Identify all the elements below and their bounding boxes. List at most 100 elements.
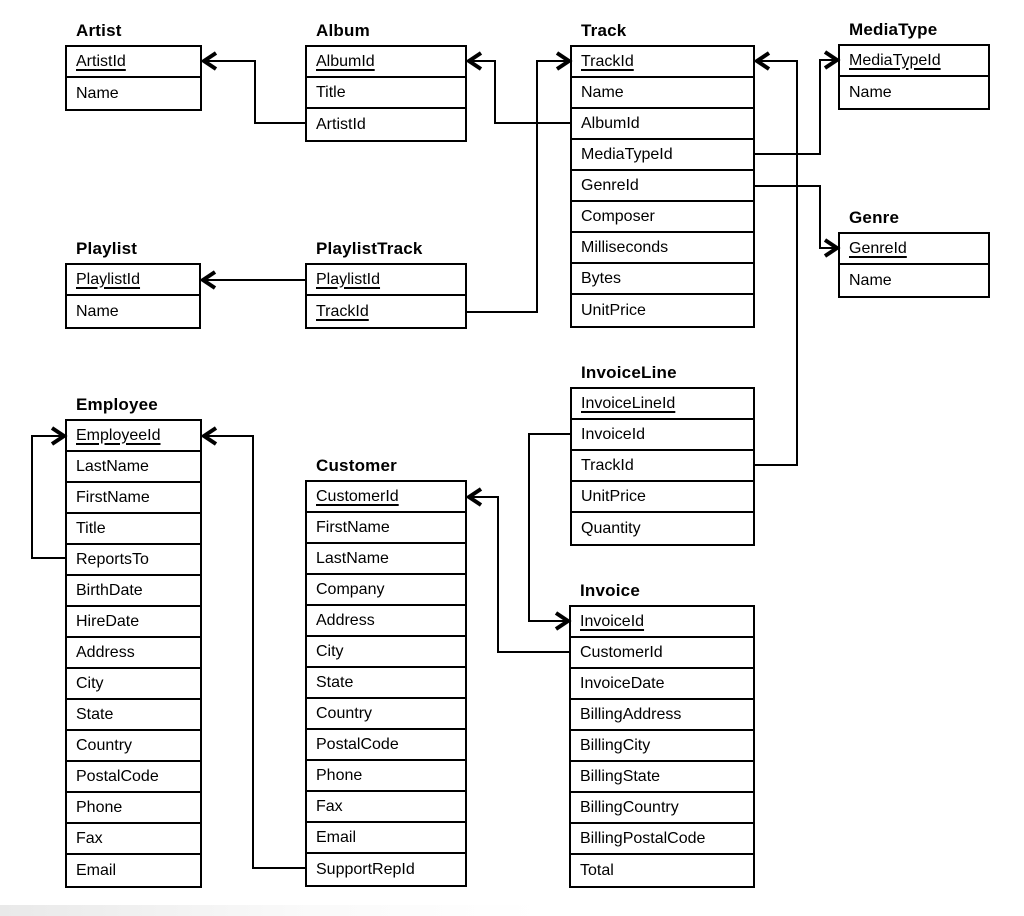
field-billingstate: BillingState bbox=[571, 762, 753, 793]
field-company: Company bbox=[307, 575, 465, 606]
field-label: CustomerId bbox=[316, 487, 399, 505]
field-mediatypeid: MediaTypeId bbox=[572, 140, 753, 171]
entity-title-album: Album bbox=[316, 21, 370, 40]
field-name: Name bbox=[67, 296, 199, 327]
field-label: Composer bbox=[581, 207, 655, 225]
field-label: UnitPrice bbox=[581, 301, 646, 319]
field-label: CustomerId bbox=[580, 643, 663, 661]
field-label: FirstName bbox=[316, 518, 390, 536]
field-title: Title bbox=[67, 514, 200, 545]
entity-title-playlisttrack: PlaylistTrack bbox=[316, 239, 423, 258]
field-label: State bbox=[76, 705, 114, 723]
field-label: Name bbox=[849, 83, 892, 101]
field-label: InvoiceLineId bbox=[581, 394, 676, 412]
field-invoicedate: InvoiceDate bbox=[571, 669, 753, 700]
field-composer: Composer bbox=[572, 202, 753, 233]
field-trackid: TrackId bbox=[307, 296, 465, 327]
field-invoiceid: InvoiceId bbox=[572, 420, 753, 451]
field-label: Phone bbox=[76, 798, 123, 816]
entity-title-track: Track bbox=[581, 21, 627, 40]
field-unitprice: UnitPrice bbox=[572, 482, 753, 513]
rel-track-album-line bbox=[465, 51, 570, 124]
field-lastname: LastName bbox=[67, 452, 200, 483]
field-label: PostalCode bbox=[316, 735, 399, 753]
field-label: BirthDate bbox=[76, 581, 143, 599]
field-hiredate: HireDate bbox=[67, 607, 200, 638]
field-country: Country bbox=[67, 731, 200, 762]
field-label: AlbumId bbox=[316, 52, 375, 70]
field-label: Company bbox=[316, 580, 385, 598]
field-label: City bbox=[76, 674, 104, 692]
field-firstname: FirstName bbox=[67, 483, 200, 514]
field-label: HireDate bbox=[76, 612, 140, 630]
field-label: TrackId bbox=[581, 456, 634, 474]
field-label: Quantity bbox=[581, 519, 641, 537]
field-label: Name bbox=[76, 302, 119, 320]
field-city: City bbox=[67, 669, 200, 700]
rel-invoice-customer-line bbox=[465, 487, 569, 653]
field-label: TrackId bbox=[316, 302, 369, 320]
field-label: ReportsTo bbox=[76, 550, 149, 568]
field-trackid: TrackId bbox=[572, 47, 753, 78]
field-albumid: AlbumId bbox=[572, 109, 753, 140]
field-label: Country bbox=[76, 736, 133, 754]
entity-title-employee: Employee bbox=[76, 395, 158, 414]
field-label: BillingCity bbox=[580, 736, 651, 754]
field-quantity: Quantity bbox=[572, 513, 753, 544]
field-unitprice: UnitPrice bbox=[572, 295, 753, 326]
field-label: ArtistId bbox=[76, 52, 126, 70]
field-label: Email bbox=[316, 828, 357, 846]
field-label: BillingPostalCode bbox=[580, 829, 706, 847]
rel-employee-reportsto-line bbox=[31, 426, 68, 559]
field-label: MediaTypeId bbox=[849, 51, 941, 69]
entity-title-customer: Customer bbox=[316, 456, 397, 475]
field-label: BillingState bbox=[580, 767, 661, 785]
field-total: Total bbox=[571, 855, 753, 886]
field-postalcode: PostalCode bbox=[307, 730, 465, 761]
rel-invoiceline-invoice-line bbox=[528, 433, 572, 631]
field-lastname: LastName bbox=[307, 544, 465, 575]
field-reportsto: ReportsTo bbox=[67, 545, 200, 576]
field-playlistid: PlaylistId bbox=[307, 265, 465, 296]
field-label: PostalCode bbox=[76, 767, 159, 785]
field-label: FirstName bbox=[76, 488, 150, 506]
field-label: TrackId bbox=[581, 52, 634, 70]
field-label: MediaTypeId bbox=[581, 145, 673, 163]
field-supportrepid: SupportRepId bbox=[307, 854, 465, 885]
entity-title-mediatype: MediaType bbox=[849, 20, 938, 39]
field-label: InvoiceId bbox=[580, 612, 645, 630]
entity-title-invoice: Invoice bbox=[580, 581, 640, 600]
field-label: LastName bbox=[76, 457, 149, 475]
field-label: Title bbox=[76, 519, 106, 537]
field-label: Country bbox=[316, 704, 373, 722]
field-trackid: TrackId bbox=[572, 451, 753, 482]
field-name: Name bbox=[67, 78, 200, 109]
field-invoicelineid: InvoiceLineId bbox=[572, 389, 753, 420]
field-label: Name bbox=[849, 271, 892, 289]
field-customerid: CustomerId bbox=[571, 638, 753, 669]
field-label: Fax bbox=[76, 829, 103, 847]
field-billingcountry: BillingCountry bbox=[571, 793, 753, 824]
field-birthdate: BirthDate bbox=[67, 576, 200, 607]
field-playlistid: PlaylistId bbox=[67, 265, 199, 296]
field-email: Email bbox=[67, 855, 200, 886]
field-label: Name bbox=[581, 83, 624, 101]
field-label: GenreId bbox=[581, 176, 639, 194]
field-bytes: Bytes bbox=[572, 264, 753, 295]
field-email: Email bbox=[307, 823, 465, 854]
field-genreid: GenreId bbox=[840, 234, 988, 265]
